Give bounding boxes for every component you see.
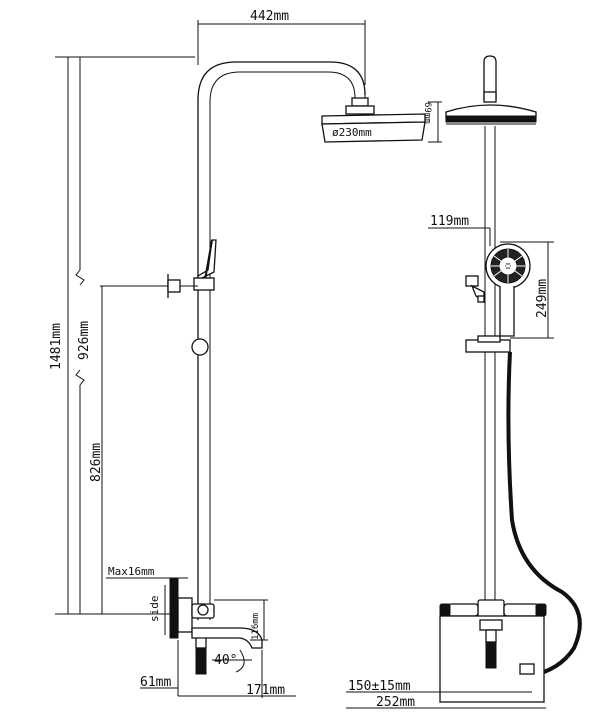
label-total-height: 1481mm	[49, 323, 64, 370]
riser-inner-edge	[209, 71, 356, 620]
angle-arc	[235, 649, 245, 673]
label-handshower-height: 249mm	[535, 279, 550, 318]
dimension-bottom-right: 150±15mm 252mm	[346, 679, 546, 710]
hose-path	[506, 351, 582, 678]
riser-pipe-left	[197, 61, 366, 620]
label-spout-reach: 171mm	[246, 683, 285, 698]
label-valve-width: 252mm	[376, 695, 415, 710]
label-bracket-height: 926mm	[77, 321, 92, 360]
dimension-arm-width: 442mm	[197, 9, 366, 85]
bath-spout	[191, 627, 263, 649]
head-ball-joint	[345, 105, 375, 115]
label-arm-width: 442mm	[250, 9, 289, 24]
valve-side-view: side 116mm 40° 61mm 171mm	[140, 577, 296, 698]
head-connector	[351, 97, 369, 107]
head-plate-body	[321, 121, 426, 143]
valve-right-handle	[503, 603, 539, 617]
dimension-bracket-height: 926mm	[75, 57, 92, 614]
label-inlet-centers: 150±15mm	[348, 679, 411, 694]
valve-left-handle	[447, 603, 479, 617]
valve-inlet	[177, 597, 193, 633]
dimension-total-height: 1481mm	[49, 56, 195, 615]
label-826: 826mm	[89, 443, 104, 482]
riser-top-cap	[483, 55, 497, 100]
shower-head-front	[445, 104, 537, 125]
break-mark-lower	[75, 369, 85, 386]
shower-head-side: ø230mm 69mm	[321, 97, 442, 143]
dimension-valve-to-bracket: 826mm	[89, 285, 168, 614]
riser-pipe-right	[483, 55, 497, 612]
handshower-holder-left	[167, 239, 217, 356]
handshower-front: 119mm 249mm	[428, 214, 554, 353]
head-front-top	[445, 104, 537, 119]
sliding-ring	[191, 338, 209, 356]
hose	[506, 351, 582, 678]
handshower-handle	[499, 286, 515, 337]
label-valve-depth: 61mm	[140, 675, 171, 690]
holder-clamp	[193, 277, 215, 291]
diverter-knob	[195, 647, 207, 675]
label-head-diameter: ø230mm	[332, 126, 372, 139]
valve-center-block	[477, 599, 505, 619]
diverter-knob-front	[485, 641, 497, 669]
riser-outer-edge	[197, 61, 366, 620]
label-handshower-offset: 119mm	[430, 214, 469, 229]
wall-flange	[169, 577, 179, 639]
label-side: side	[148, 596, 161, 623]
dimension-wall-gap: Max16mm	[106, 565, 188, 579]
head-front-rim	[445, 115, 537, 123]
label-head-height: 69mm	[422, 102, 432, 124]
label-wall-gap: Max16mm	[108, 565, 155, 578]
break-mark-upper	[75, 269, 85, 286]
wall-bracket-body	[167, 279, 181, 293]
valve-front-view	[439, 599, 547, 703]
label-spout-drop: 116mm	[251, 613, 261, 640]
label-spout-angle: 40°	[214, 653, 237, 668]
